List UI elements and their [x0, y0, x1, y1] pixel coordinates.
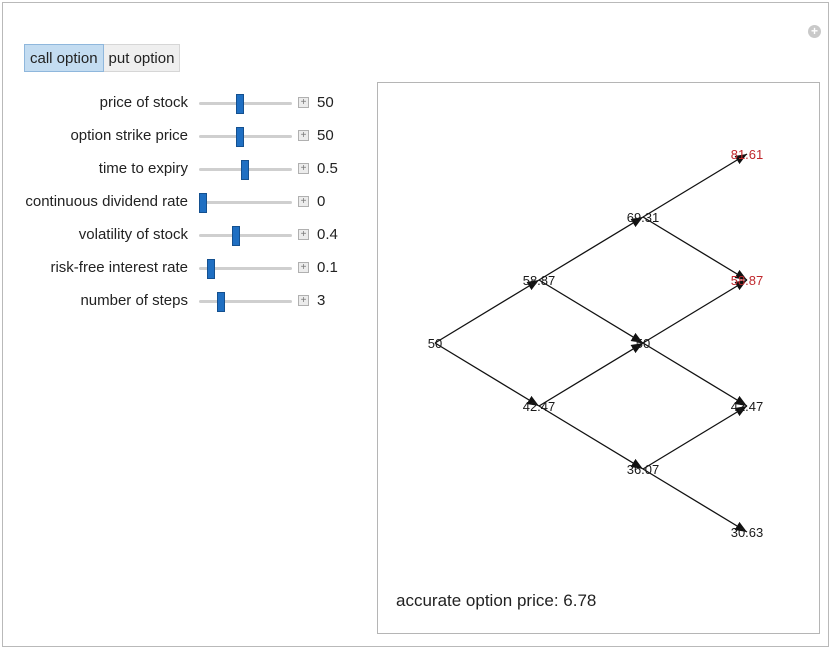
slider-thumb[interactable] — [207, 259, 216, 279]
control-value: 0.1 — [317, 259, 338, 276]
tree-node-label: 69.31 — [627, 210, 660, 225]
plus-square-icon[interactable]: + — [298, 196, 309, 207]
slider-track[interactable] — [199, 259, 292, 279]
tree-node-label: 36.07 — [627, 462, 660, 477]
tree-edge-up — [642, 153, 748, 218]
plus-square-icon[interactable]: + — [298, 295, 309, 306]
slider-track[interactable] — [199, 292, 292, 312]
slider-track[interactable] — [199, 94, 292, 114]
tree-edge-down — [434, 342, 540, 407]
slider-thumb[interactable] — [235, 127, 244, 147]
binomial-tree-plot: 50 58.87 42.47 69.31 50 36.07 81.61 58.87 42.47 3… — [377, 82, 820, 634]
control-value: 50 — [317, 94, 334, 111]
tree-node-label: 30.63 — [731, 525, 764, 540]
control-label: price of stock — [99, 94, 188, 111]
tree-edge-down — [538, 279, 644, 344]
plus-square-icon[interactable]: + — [298, 262, 309, 273]
control-label: time to expiry — [98, 160, 188, 177]
control-label: risk-free interest rate — [50, 259, 188, 276]
binomial-tree-svg: 50 58.87 42.47 69.31 50 36.07 81.61 58.87 42.47 3… — [428, 147, 764, 540]
tab-put-option[interactable]: put option — [103, 44, 181, 72]
tree-edge-down — [642, 342, 748, 407]
control-label: number of steps — [80, 292, 188, 309]
plus-square-icon[interactable]: + — [298, 130, 309, 141]
control-row: number of steps +3 — [0, 289, 834, 313]
tree-node-label: 50 — [428, 336, 442, 351]
control-value: 3 — [317, 292, 326, 309]
control-row: continuous dividend rate +0 — [0, 190, 834, 214]
tree-edge-down — [538, 405, 644, 470]
control-row: risk-free interest rate +0.1 — [0, 256, 834, 280]
control-value: 0.4 — [317, 226, 338, 243]
tree-edge-up — [538, 342, 644, 407]
slider-thumb[interactable] — [217, 292, 226, 312]
control-label: option strike price — [70, 127, 188, 144]
slider-track[interactable] — [199, 226, 292, 246]
tree-edge-up — [538, 216, 644, 281]
tree-edge-up — [642, 405, 748, 470]
tree-node-label: 58.87 — [731, 273, 764, 288]
slider-thumb[interactable] — [198, 193, 207, 213]
tree-edge-down — [642, 468, 748, 533]
control-row: option strike price +50 — [0, 124, 834, 148]
slider-track[interactable] — [199, 127, 292, 147]
slider-thumb[interactable] — [232, 226, 241, 246]
control-row: volatility of stock +0.4 — [0, 223, 834, 247]
option-type-tabs: call option put option — [24, 44, 181, 72]
plus-square-icon[interactable]: + — [298, 229, 309, 240]
tree-node-label: 81.61 — [731, 147, 764, 162]
slider-track[interactable] — [199, 160, 292, 180]
plus-square-icon[interactable]: + — [298, 163, 309, 174]
tree-edge-down — [642, 216, 748, 281]
tree-node-label: 58.87 — [523, 273, 556, 288]
plus-square-icon[interactable]: + — [298, 97, 309, 108]
control-value: 0 — [317, 193, 326, 210]
slider-thumb[interactable] — [240, 160, 249, 180]
tree-node-label: 42.47 — [523, 399, 556, 414]
control-row: time to expiry +0.5 — [0, 157, 834, 181]
control-row: price of stock +50 — [0, 91, 834, 115]
accurate-option-price: accurate option price: 6.78 — [396, 591, 597, 610]
tree-node-label: 42.47 — [731, 399, 764, 414]
plus-circle-icon[interactable]: + — [808, 25, 821, 38]
control-value: 50 — [317, 127, 334, 144]
tree-edge-up — [642, 279, 748, 344]
tree-node-label: 50 — [636, 336, 650, 351]
control-value: 0.5 — [317, 160, 338, 177]
control-label: continuous dividend rate — [25, 193, 188, 210]
tab-call-option[interactable]: call option — [24, 44, 104, 72]
tree-edge-up — [434, 279, 540, 344]
slider-thumb[interactable] — [235, 94, 244, 114]
slider-track[interactable] — [198, 193, 292, 213]
control-label: volatility of stock — [78, 226, 188, 243]
